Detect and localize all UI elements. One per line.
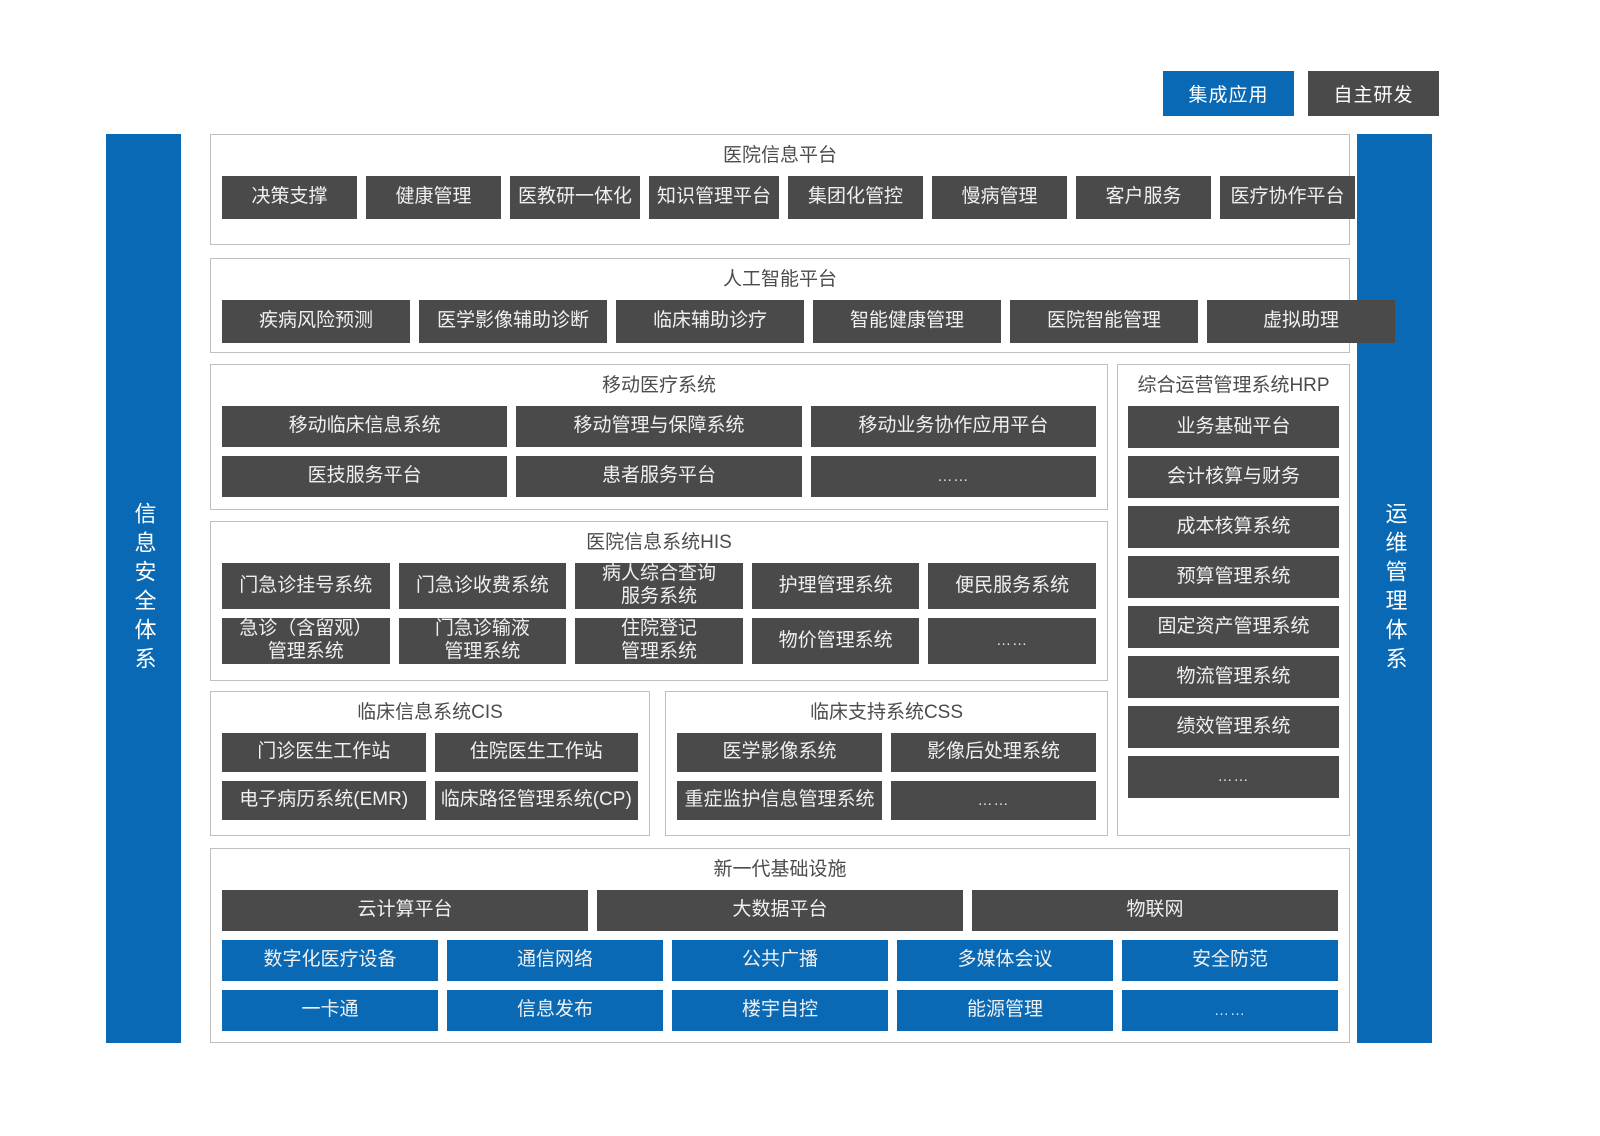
- section-hrp: 综合运营管理系统HRP 业务基础平台 会计核算与财务 成本核算系统 预算管理系统…: [1117, 364, 1350, 836]
- box-row: 电子病历系统(EMR) 临床路径管理系统(CP): [211, 780, 649, 831]
- module-box[interactable]: 医教研一体化: [510, 175, 640, 219]
- section-his: 医院信息系统HIS 门急诊挂号系统 门急诊收费系统 病人综合查询 服务系统 护理…: [210, 521, 1108, 681]
- module-box[interactable]: 绩效管理系统: [1128, 705, 1339, 748]
- module-box[interactable]: 公共广播: [672, 939, 888, 981]
- module-box[interactable]: 慢病管理: [932, 175, 1067, 219]
- module-box[interactable]: 移动临床信息系统: [222, 405, 508, 447]
- module-box[interactable]: 智能健康管理: [813, 299, 1001, 343]
- box-row: 疾病风险预测 医学影像辅助诊断 临床辅助诊疗 智能健康管理 医院智能管理 虚拟助…: [211, 299, 1395, 354]
- module-box[interactable]: 成本核算系统: [1128, 505, 1339, 548]
- module-box[interactable]: 临床辅助诊疗: [616, 299, 804, 343]
- module-box[interactable]: 楼宇自控: [672, 989, 888, 1031]
- module-box[interactable]: 移动管理与保障系统: [516, 405, 802, 447]
- module-box[interactable]: 医学影像系统: [677, 732, 882, 772]
- section-hospital-info-platform: 医院信息平台 决策支撑 健康管理 医教研一体化 知识管理平台 集团化管控 慢病管…: [210, 134, 1355, 245]
- section-title-hrp: 综合运营管理系统HRP: [1137, 375, 1330, 396]
- section-title-infrastructure: 新一代基础设施: [713, 859, 847, 880]
- section-ai-platform: 人工智能平台 疾病风险预测 医学影像辅助诊断 临床辅助诊疗 智能健康管理 医院智…: [210, 258, 1395, 354]
- module-box[interactable]: 客户服务: [1076, 175, 1211, 219]
- section-title-hospital-info-platform: 医院信息平台: [722, 145, 837, 166]
- module-box[interactable]: 安全防范: [1122, 939, 1338, 981]
- module-box-ellipsis[interactable]: ……: [891, 780, 1096, 820]
- module-box[interactable]: 通信网络: [447, 939, 663, 981]
- module-box[interactable]: 集团化管控: [788, 175, 923, 219]
- legend: 集成应用 自主研发: [1163, 71, 1439, 116]
- module-box[interactable]: 门急诊输液 管理系统: [398, 617, 567, 664]
- box-row: 决策支撑 健康管理 医教研一体化 知识管理平台 集团化管控 慢病管理 客户服务 …: [211, 175, 1355, 230]
- box-row: 云计算平台 大数据平台 物联网: [211, 889, 1349, 940]
- module-box[interactable]: 云计算平台: [222, 889, 588, 931]
- module-box[interactable]: 医疗协作平台: [1220, 175, 1355, 219]
- module-box[interactable]: 一卡通: [222, 989, 438, 1031]
- section-title-his: 医院信息系统HIS: [586, 532, 732, 553]
- module-box[interactable]: 预算管理系统: [1128, 555, 1339, 598]
- module-box[interactable]: 门急诊收费系统: [398, 562, 567, 609]
- module-box[interactable]: 医技服务平台: [222, 455, 508, 497]
- section-mobile-medical: 移动医疗系统 移动临床信息系统 移动管理与保障系统 移动业务协作应用平台 医技服…: [210, 364, 1108, 510]
- module-box[interactable]: 健康管理: [366, 175, 501, 219]
- legend-item-integrated-app[interactable]: 集成应用: [1163, 71, 1294, 116]
- box-row: 一卡通 信息发布 楼宇自控 能源管理 ……: [211, 989, 1349, 1042]
- module-box[interactable]: 会计核算与财务: [1128, 455, 1339, 498]
- section-title-mobile-medical: 移动医疗系统: [601, 375, 716, 396]
- legend-item-self-developed[interactable]: 自主研发: [1308, 71, 1439, 116]
- module-box-ellipsis[interactable]: ……: [928, 617, 1096, 664]
- module-box[interactable]: 物联网: [972, 889, 1338, 931]
- module-box[interactable]: 信息发布: [447, 989, 663, 1031]
- section-title-css: 临床支持系统CSS: [809, 702, 964, 723]
- legend-label-integrated-app: 集成应用: [1188, 85, 1269, 106]
- module-box[interactable]: 数字化医疗设备: [222, 939, 438, 981]
- module-box[interactable]: 决策支撑: [222, 175, 357, 219]
- module-box[interactable]: 业务基础平台: [1128, 405, 1339, 448]
- sidebar-operations-management: 运维管理体系: [1357, 134, 1432, 1043]
- module-box[interactable]: 能源管理: [897, 989, 1113, 1031]
- module-box[interactable]: 急诊（含留观） 管理系统: [222, 617, 390, 664]
- module-box[interactable]: 病人综合查询 服务系统: [575, 562, 743, 609]
- box-row: 门急诊挂号系统 门急诊收费系统 病人综合查询 服务系统 护理管理系统 便民服务系…: [211, 562, 1107, 618]
- module-box-ellipsis[interactable]: ……: [1122, 989, 1338, 1031]
- module-box[interactable]: 多媒体会议: [897, 939, 1113, 981]
- sidebar-right-label: 运维管理体系: [1382, 501, 1408, 676]
- box-row: 门诊医生工作站 住院医生工作站: [211, 732, 649, 781]
- module-box[interactable]: 门急诊挂号系统: [222, 562, 390, 609]
- module-box[interactable]: 电子病历系统(EMR): [222, 780, 426, 820]
- module-box[interactable]: 护理管理系统: [751, 562, 920, 609]
- sidebar-left-label: 信息安全体系: [131, 501, 157, 676]
- box-row: 重症监护信息管理系统 ……: [666, 780, 1107, 831]
- module-box[interactable]: 医院智能管理: [1010, 299, 1198, 343]
- module-box[interactable]: 物流管理系统: [1128, 655, 1339, 698]
- module-box[interactable]: 虚拟助理: [1207, 299, 1395, 343]
- module-box[interactable]: 便民服务系统: [928, 562, 1096, 609]
- module-box[interactable]: 物价管理系统: [751, 617, 920, 664]
- module-box[interactable]: 门诊医生工作站: [222, 732, 426, 772]
- module-box[interactable]: 影像后处理系统: [891, 732, 1096, 772]
- sidebar-information-security: 信息安全体系: [106, 134, 181, 1043]
- section-title-cis: 临床信息系统CIS: [357, 702, 503, 723]
- module-box[interactable]: 大数据平台: [597, 889, 963, 931]
- section-title-ai-platform: 人工智能平台: [722, 269, 837, 290]
- box-row: 医学影像系统 影像后处理系统: [666, 732, 1107, 781]
- box-row: 急诊（含留观） 管理系统 门急诊输液 管理系统 住院登记 管理系统 物价管理系统…: [211, 617, 1107, 675]
- module-box[interactable]: 固定资产管理系统: [1128, 605, 1339, 648]
- module-box[interactable]: 疾病风险预测: [222, 299, 410, 343]
- module-box[interactable]: 重症监护信息管理系统: [677, 780, 882, 820]
- section-css: 临床支持系统CSS 医学影像系统 影像后处理系统 重症监护信息管理系统 ……: [665, 691, 1108, 836]
- box-row: 数字化医疗设备 通信网络 公共广播 多媒体会议 安全防范: [211, 939, 1349, 990]
- module-box[interactable]: 患者服务平台: [516, 455, 802, 497]
- hrp-list: 业务基础平台 会计核算与财务 成本核算系统 预算管理系统 固定资产管理系统 物流…: [1118, 405, 1349, 808]
- box-row: 移动临床信息系统 移动管理与保障系统 移动业务协作应用平台: [211, 405, 1107, 456]
- legend-label-self-developed: 自主研发: [1333, 85, 1414, 106]
- module-box[interactable]: 移动业务协作应用平台: [810, 405, 1096, 447]
- module-box[interactable]: 知识管理平台: [649, 175, 779, 219]
- module-box-ellipsis[interactable]: ……: [810, 455, 1096, 497]
- module-box[interactable]: 临床路径管理系统(CP): [434, 780, 638, 820]
- module-box[interactable]: 住院登记 管理系统: [575, 617, 743, 664]
- module-box-ellipsis[interactable]: ……: [1128, 755, 1339, 798]
- box-row: 医技服务平台 患者服务平台 ……: [211, 455, 1107, 508]
- section-infrastructure: 新一代基础设施 云计算平台 大数据平台 物联网 数字化医疗设备 通信网络 公共广…: [210, 848, 1350, 1043]
- section-cis: 临床信息系统CIS 门诊医生工作站 住院医生工作站 电子病历系统(EMR) 临床…: [210, 691, 650, 836]
- module-box[interactable]: 医学影像辅助诊断: [419, 299, 607, 343]
- module-box[interactable]: 住院医生工作站: [434, 732, 638, 772]
